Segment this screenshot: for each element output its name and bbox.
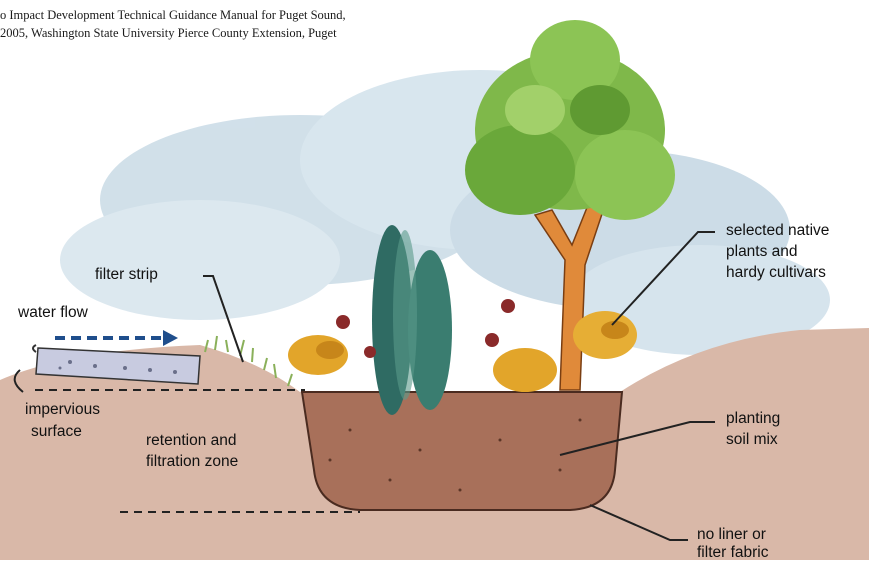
label-filtration-zone: filtration zone xyxy=(146,453,238,470)
label-no-liner: no liner or xyxy=(697,526,766,543)
label-selected-native: selected native xyxy=(726,222,829,239)
label-impervious: impervious xyxy=(25,401,100,418)
label-water-flow: water flow xyxy=(18,304,88,321)
label-hardy-cultivars: hardy cultivars xyxy=(726,264,826,281)
label-plants-and: plants and xyxy=(726,243,798,260)
label-retention: retention and xyxy=(146,432,237,449)
water-flow-arrow xyxy=(55,330,178,346)
label-soil-mix: soil mix xyxy=(726,431,778,448)
source-credit-line-2: 2005, Washington State University Pierce… xyxy=(0,26,337,41)
label-planting: planting xyxy=(726,410,780,427)
label-filter-fabric: filter fabric xyxy=(697,544,769,561)
source-credit-line-1: o Impact Development Technical Guidance … xyxy=(0,8,346,23)
label-filter-strip: filter strip xyxy=(95,266,158,283)
label-surface: surface xyxy=(31,423,82,440)
